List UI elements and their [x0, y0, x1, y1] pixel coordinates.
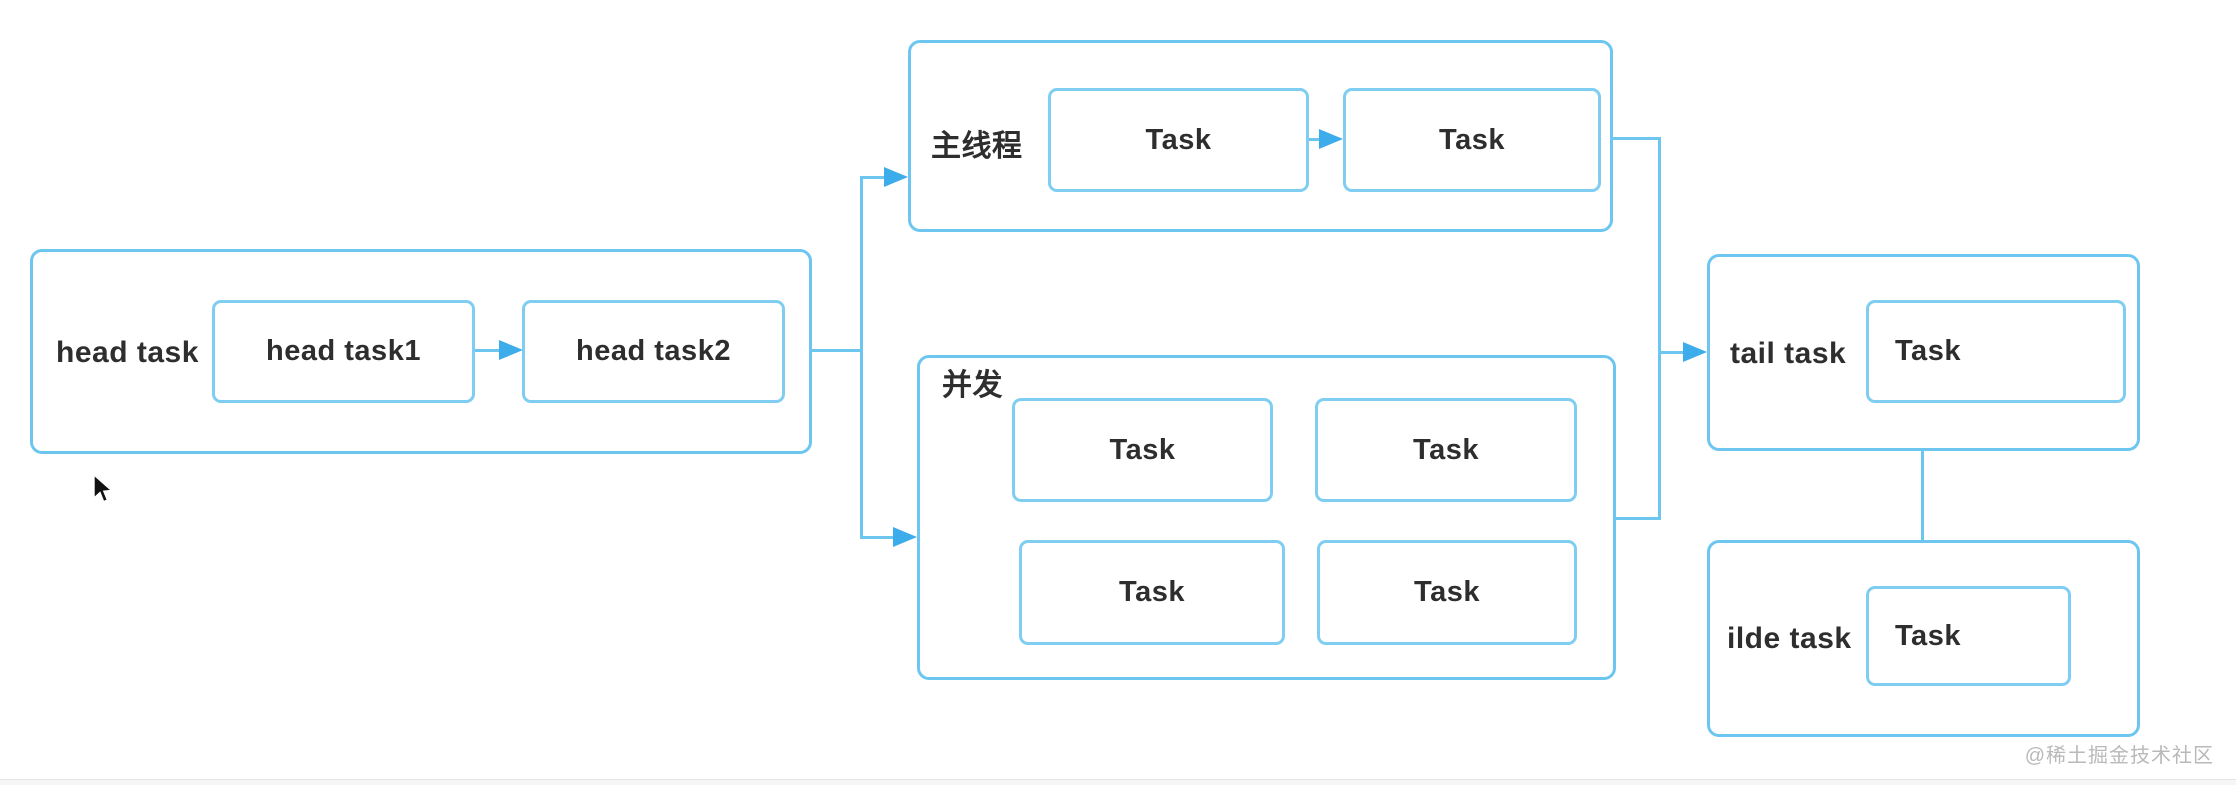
task-node: Task — [1315, 398, 1577, 502]
connector-merge-vertical — [1658, 137, 1661, 520]
task-node: head task2 — [522, 300, 785, 403]
arrowhead-into-concurrent — [893, 527, 917, 547]
connector-branch-to-concurrent — [860, 536, 895, 539]
connector-branch-to-mainthread — [860, 176, 886, 179]
connector-concurrent-to-merge — [1616, 517, 1661, 520]
task-node-label: Task — [1119, 576, 1185, 608]
concurrent-group-label: 并发 — [942, 369, 1003, 402]
arrowhead-into-tail — [1683, 342, 1707, 362]
task-node: Task — [1048, 88, 1309, 192]
connector-branch-vertical — [860, 176, 863, 539]
connector-head-to-branch — [810, 349, 863, 352]
connector-mainthread-to-merge — [1613, 137, 1661, 140]
mouse-cursor-icon — [92, 473, 114, 511]
task-node: Task — [1866, 586, 2071, 686]
arrowhead-into-mainthread — [884, 167, 908, 187]
connector-merge-to-tail — [1658, 351, 1685, 354]
task-node: Task — [1343, 88, 1601, 192]
task-node-label: Task — [1145, 123, 1212, 156]
task-node-label: Task — [1439, 123, 1505, 156]
task-node-label: Task — [1895, 335, 1961, 367]
task-node-label: Task — [1414, 576, 1480, 608]
arrowhead-into-headtask2 — [499, 340, 523, 360]
connector-tail-to-idle — [1921, 451, 1924, 540]
task-node-label: Task — [1109, 433, 1176, 466]
head-task-group-label: head task — [56, 336, 199, 369]
bottom-edge-strip — [0, 779, 2236, 785]
task-node: Task — [1012, 398, 1273, 502]
task-node-label: Task — [1895, 619, 1961, 652]
idle-task-group-label: ilde task — [1727, 622, 1852, 655]
task-node: head task1 — [212, 300, 475, 403]
task-node: Task — [1866, 300, 2126, 403]
task-node: Task — [1019, 540, 1285, 645]
task-node: Task — [1317, 540, 1577, 645]
main-thread-group-label: 主线程 — [931, 130, 1023, 163]
connector-headtask1-headtask2 — [475, 349, 503, 352]
task-node-label: Task — [1413, 433, 1479, 466]
arrowhead-into-maintask2 — [1319, 129, 1343, 149]
tail-task-group-label: tail task — [1730, 337, 1847, 370]
connector-maintask1-maintask2 — [1309, 138, 1321, 141]
task-node-label: head task1 — [266, 335, 421, 367]
task-node-label: head task2 — [576, 335, 731, 367]
watermark: @稀土掘金技术社区 — [2024, 745, 2214, 767]
